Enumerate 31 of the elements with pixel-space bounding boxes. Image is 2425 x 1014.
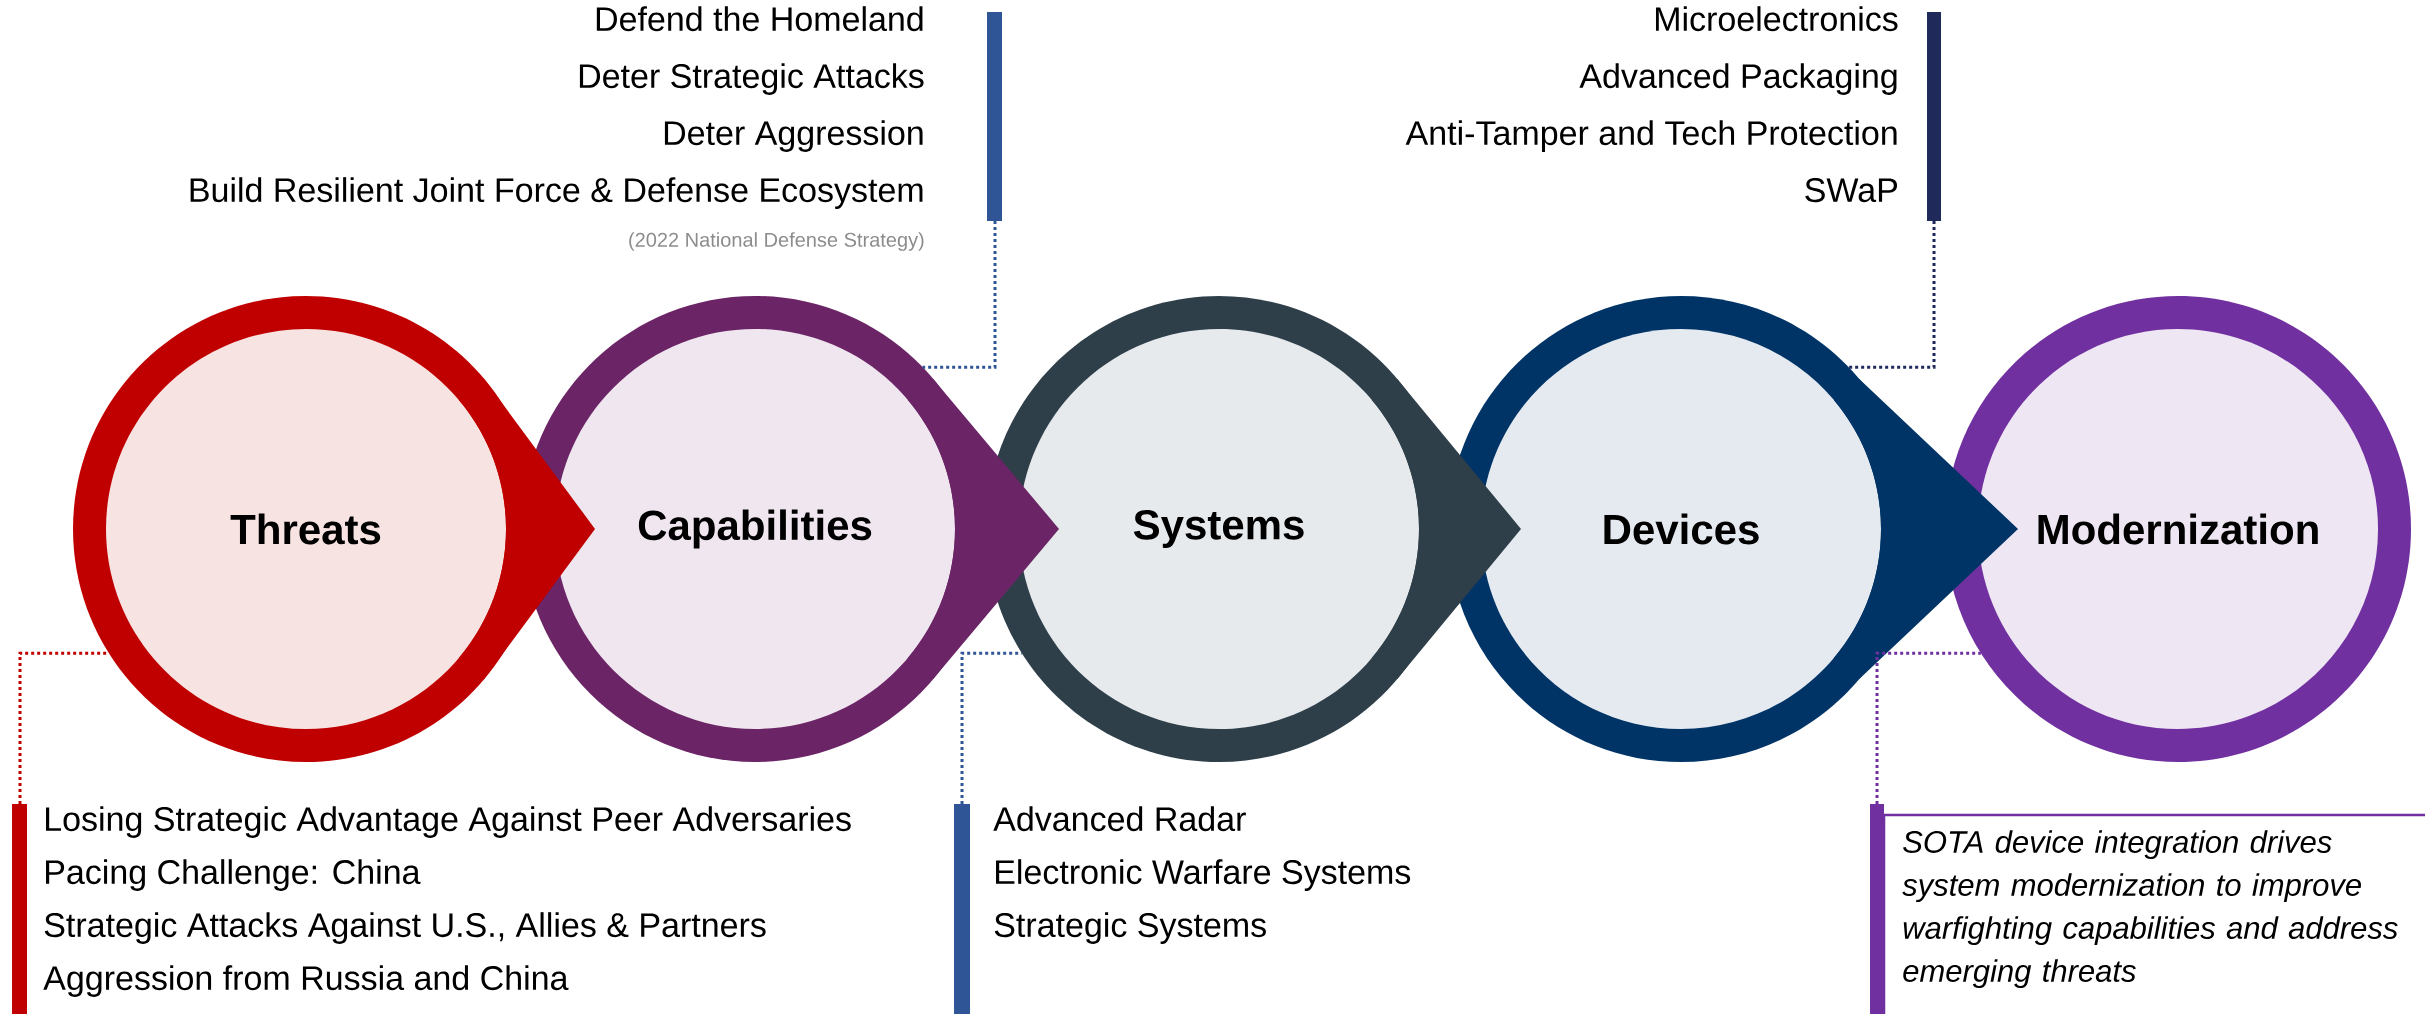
leader-line	[1848, 221, 1936, 369]
source-note: (2022 National Defense Strategy)	[629, 232, 924, 251]
leader-line	[922, 221, 997, 369]
pointer-arrow	[1833, 378, 2018, 680]
node-label: SWaP	[1805, 178, 1898, 203]
node-label: Deter Strategic Attacks	[579, 63, 924, 95]
text-list: Advanced Radar Electronic Warfare Systems Strategic Systems	[954, 804, 1411, 1014]
circle-node: Modernization	[1945, 296, 2411, 762]
text-list: Microelectronics Advanced Packaging Anti-Tamper and Tech Protection SWaP	[1405, 6, 1941, 221]
node-label: Pacing Challenge: China	[46, 859, 421, 891]
text-list: Losing Strategic Advantage Against Peer Adversaries Pacing Challenge: China Strategic Attacks Against U.S., Allies & Partners Aggression from Russia and China	[12, 804, 851, 1014]
leader-line	[18, 651, 109, 804]
pointer-arrow	[1371, 378, 1521, 680]
node-label: Electronic Warfare Systems	[996, 859, 1411, 891]
node-label: Advanced Radar	[993, 806, 1246, 832]
node-label: Aggression from Russia and China	[43, 965, 569, 997]
node-label: Build Resilient Joint Force & Defense Ecosystem	[190, 177, 923, 209]
node-label: Anti-Tamper and Tech Protection	[1405, 120, 1897, 152]
node-label: Advanced Packaging	[1579, 63, 1897, 95]
node-label: Defend the Homeland	[596, 6, 923, 32]
leader-line	[1875, 651, 1981, 804]
callout-box: SOTA device integration drives system modernization to improve warfighting capabilities and address emerging threats	[1870, 804, 2425, 1014]
node-label: Microelectronics	[1655, 6, 1898, 32]
node-label: Losing Strategic Advantage Against Peer Adversaries	[46, 806, 851, 838]
text-list: Defend the Homeland Deter Strategic Attacks Deter Aggression Build Resilient Joint Force & Defense Ecosystem	[190, 6, 1002, 221]
leader-line	[960, 651, 1022, 804]
node-label: Strategic Attacks Against U.S., Allies & Partners	[44, 912, 766, 944]
node-label: Deter Aggression	[664, 120, 923, 152]
pointer-arrow	[458, 378, 595, 680]
pointer-arrow	[907, 378, 1059, 680]
node-label: Strategic Systems	[994, 912, 1266, 944]
